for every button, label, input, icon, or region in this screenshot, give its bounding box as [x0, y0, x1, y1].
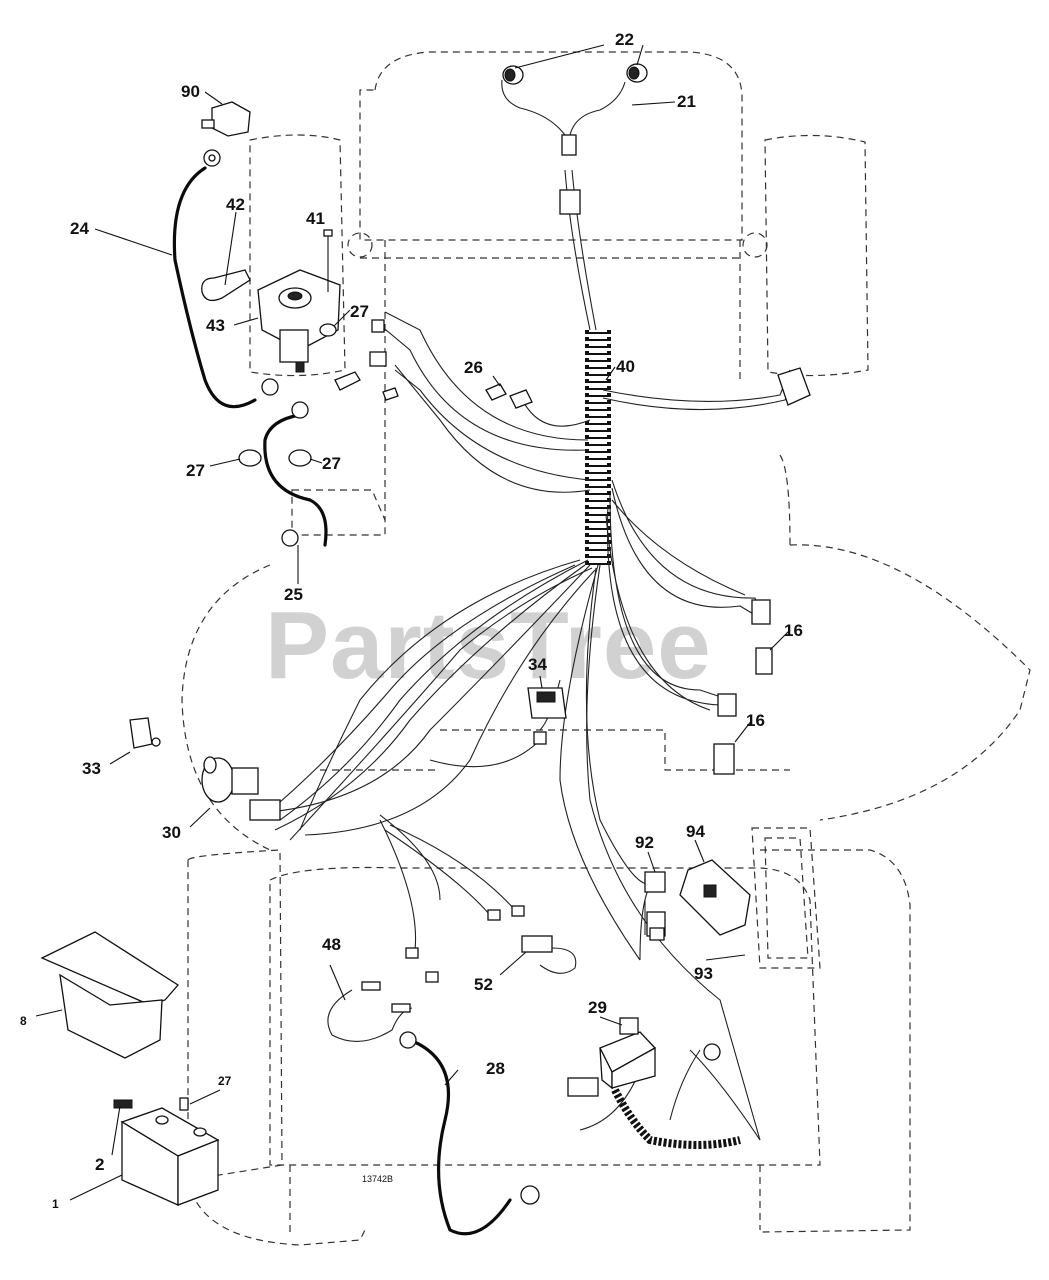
callout-22: 22	[615, 30, 634, 49]
parts	[40, 63, 811, 1207]
connector-icon	[559, 189, 581, 215]
battery-tray-8-icon	[40, 931, 179, 1059]
connector-icon	[533, 731, 547, 745]
connector-52-icon	[521, 935, 577, 974]
switch-94-icon	[679, 859, 751, 936]
leader-lines	[35, 44, 791, 1201]
nut-icon	[319, 323, 337, 337]
drawing-number: 13742B	[362, 1174, 393, 1184]
callout-29: 29	[588, 998, 607, 1017]
ring-terminal-icon	[703, 1043, 721, 1061]
connector-icon	[425, 971, 439, 983]
connector-icon	[334, 371, 361, 391]
connector-icon	[369, 351, 387, 367]
battery-1-icon	[120, 1107, 220, 1207]
callout-92: 92	[635, 833, 654, 852]
callout-1: 1	[52, 1197, 59, 1211]
connector-92-icon	[644, 871, 666, 941]
connector-icon	[371, 319, 385, 333]
ring-terminal-icon	[291, 401, 309, 419]
ring-terminal-icon	[261, 378, 279, 396]
key-33-icon	[129, 717, 161, 749]
callout-8: 8	[20, 1014, 27, 1028]
harness-wires	[264, 169, 801, 1141]
callout-27-c: 27	[322, 454, 341, 473]
module-29-icon	[567, 1017, 657, 1097]
callout-28: 28	[486, 1059, 505, 1078]
connector-icon	[561, 134, 577, 156]
switch-34-icon	[527, 687, 567, 719]
nut-27-icon	[179, 1097, 189, 1111]
callout-43: 43	[206, 316, 225, 335]
relay-16-lower-icon	[713, 693, 737, 775]
ring-terminal-icon	[281, 529, 299, 547]
battery-cables	[172, 166, 741, 1236]
headlight-right-icon	[569, 63, 648, 136]
headlight-left-icon	[501, 65, 566, 136]
wire-loop-48-icon	[327, 981, 413, 1042]
callout-26: 26	[464, 358, 483, 377]
connector-icon	[382, 387, 399, 401]
callout-27-a: 27	[350, 302, 369, 321]
nut-icon	[238, 449, 262, 467]
callout-48: 48	[322, 935, 341, 954]
callout-16-a: 16	[784, 621, 803, 640]
headlight-switch-connector-icon	[777, 367, 811, 406]
callout-52: 52	[474, 975, 493, 994]
callout-41: 41	[306, 209, 325, 228]
boot-42-icon	[201, 269, 251, 302]
nut-icon	[288, 449, 312, 467]
relay-16-upper-icon	[751, 599, 773, 675]
callout-24: 24	[70, 219, 89, 238]
bolt-2-icon	[113, 1099, 133, 1109]
watermark: PartsTree	[265, 592, 712, 699]
ring-terminal-icon	[399, 1031, 417, 1049]
callout-42: 42	[226, 195, 245, 214]
callout-93: 93	[694, 964, 713, 983]
connector-icon	[405, 947, 419, 959]
ground-terminal-90-icon	[201, 101, 251, 137]
callout-90: 90	[181, 82, 200, 101]
callout-numbers: 22 21 90 24 42 41 43 27 27 27 25 26 40 1…	[20, 30, 803, 1211]
callout-21: 21	[677, 92, 696, 111]
bolt-41-icon	[323, 229, 333, 292]
callout-16-b: 16	[746, 711, 765, 730]
callout-25: 25	[284, 585, 303, 604]
callout-33: 33	[82, 759, 101, 778]
fuse-26-icon	[485, 383, 533, 409]
ring-terminal-icon	[208, 154, 216, 162]
callout-2: 2	[95, 1155, 104, 1174]
ignition-switch-30-icon	[201, 756, 281, 821]
callout-30: 30	[162, 823, 181, 842]
callout-94: 94	[686, 822, 705, 841]
ring-terminal-icon	[520, 1185, 540, 1205]
callout-27-d: 27	[218, 1074, 232, 1088]
callout-34: 34	[528, 655, 547, 674]
callout-40: 40	[616, 357, 635, 376]
connector-icon	[487, 909, 501, 921]
callout-27-b: 27	[186, 461, 205, 480]
connector-icon	[511, 905, 525, 917]
